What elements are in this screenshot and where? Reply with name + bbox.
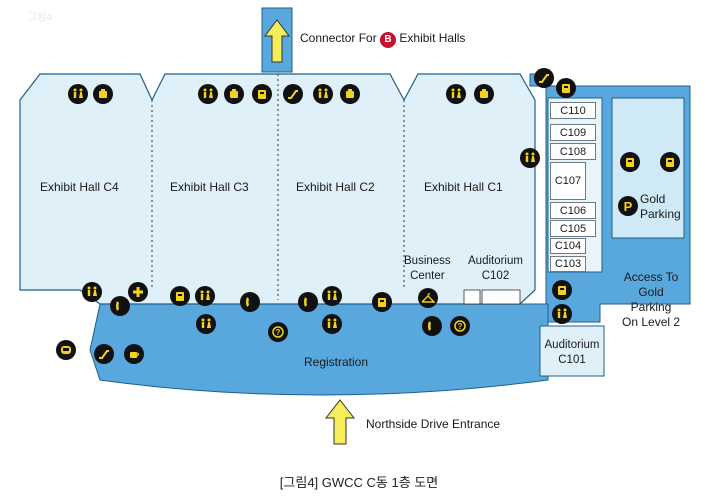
room-c104: C104 — [550, 238, 586, 254]
room-c105: C105 — [550, 220, 596, 237]
connector-label: Connector For B Exhibit Halls — [300, 31, 465, 48]
auditorium-c101-room — [539, 325, 605, 377]
phone-icon — [422, 316, 442, 336]
telephone-icon — [93, 84, 113, 104]
restroom-icon — [446, 84, 466, 104]
room-c106: C106 — [550, 202, 596, 219]
room-c107: C107 — [550, 162, 586, 200]
atm-icon — [552, 280, 572, 300]
room-c109: C109 — [550, 124, 596, 141]
auditorium-c102-room — [481, 289, 521, 305]
restroom-icon — [196, 314, 216, 334]
registration-corridor — [89, 303, 549, 396]
figure-caption: [그림4] GWCC C동 1층 도면 — [279, 475, 439, 490]
information-icon: ? — [268, 322, 288, 342]
escalator-icon — [534, 68, 554, 88]
connector-arrow — [264, 19, 290, 63]
atm-icon — [170, 286, 190, 306]
hall-label-c4: Exhibit Hall C4 — [40, 180, 119, 194]
escalator-icon — [283, 84, 303, 104]
room-c108: C108 — [550, 143, 596, 160]
entrance-arrow — [324, 399, 356, 445]
coat-check-icon — [418, 288, 438, 308]
restroom-icon — [322, 286, 342, 306]
room-c110: C110 — [550, 102, 596, 119]
connector-prefix: Connector For — [300, 31, 377, 45]
registration-label: Registration — [304, 355, 369, 369]
connector-badge: B — [380, 32, 397, 48]
information-icon: ? — [450, 316, 470, 336]
telephone-icon — [340, 84, 360, 104]
phone-icon — [240, 292, 260, 312]
restroom-icon — [313, 84, 333, 104]
business-center-label: Business Center — [404, 255, 451, 282]
room-c103: C103 — [550, 256, 586, 272]
restroom-icon — [322, 314, 342, 334]
auditorium-c101-label: Auditorium C101 — [544, 339, 600, 366]
restroom-icon — [195, 286, 215, 306]
restroom-icon — [68, 84, 88, 104]
parking-badge: P — [618, 196, 638, 216]
access-gold-parking-label: Access To Gold Parking On Level 2 — [622, 270, 681, 329]
auditorium-c102-label: Auditorium C102 — [468, 255, 523, 282]
entrance-label: Northside Drive Entrance — [366, 417, 501, 431]
hall-label-c1: Exhibit Hall C1 — [424, 180, 503, 194]
phone-icon — [110, 296, 130, 316]
business-center-room — [463, 289, 481, 305]
telephone-icon — [474, 84, 494, 104]
restroom-icon — [520, 148, 540, 168]
hall-label-c2: Exhibit Hall C2 — [296, 180, 375, 194]
atm-icon — [660, 152, 680, 172]
restroom-icon — [82, 282, 102, 302]
restroom-icon — [552, 304, 572, 324]
first-aid-icon — [128, 282, 148, 302]
restroom-icon — [198, 84, 218, 104]
atm-icon — [252, 84, 272, 104]
elevator-icon — [56, 340, 76, 360]
connector-suffix: Exhibit Halls — [399, 31, 466, 45]
telephone-icon — [224, 84, 244, 104]
watermark-text: 그림4 — [28, 12, 52, 23]
atm-icon — [556, 78, 576, 98]
food-icon — [124, 344, 144, 364]
svg-text:?: ? — [276, 328, 281, 337]
atm-icon — [620, 152, 640, 172]
gold-parking-label: Gold Parking — [640, 192, 681, 221]
svg-text:?: ? — [458, 322, 463, 331]
atm-icon — [372, 292, 392, 312]
hall-label-c3: Exhibit Hall C3 — [170, 180, 249, 194]
phone-icon — [298, 292, 318, 312]
escalator-icon — [94, 344, 114, 364]
